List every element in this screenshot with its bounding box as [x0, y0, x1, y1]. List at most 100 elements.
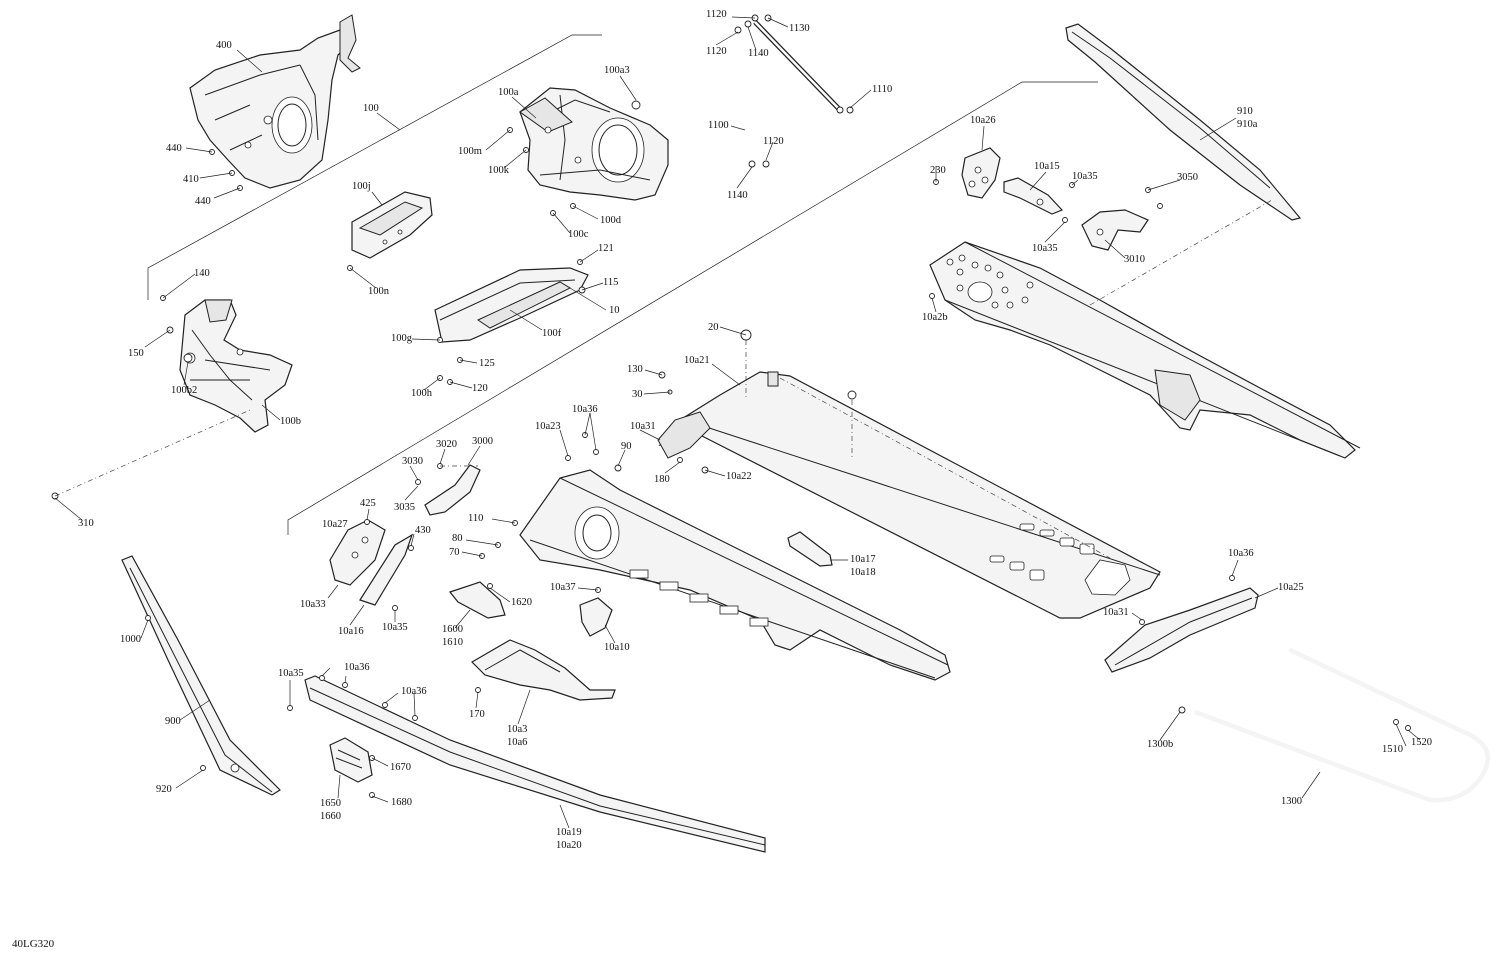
callout-425: 425: [360, 498, 376, 509]
callout-1100: 1100: [708, 120, 729, 131]
callout-1300b: 1300b: [1147, 739, 1174, 750]
callout-10a36-third: 10a36: [344, 662, 370, 673]
callout-10a10: 10a10: [604, 642, 630, 653]
part-10a25-rear-bracket: [1104, 587, 1259, 673]
callout-10a35: 10a35: [1072, 171, 1098, 182]
tunnel-top-slots: [989, 523, 1131, 596]
callout-10a18: 10a18: [850, 567, 876, 578]
callout-10a6: 10a6: [507, 737, 528, 748]
part-1300-rear-bumper: [1194, 647, 1491, 803]
callout-1520: 1520: [1411, 737, 1432, 748]
callout-10a37: 10a37: [550, 582, 576, 593]
callout-230: 230: [930, 165, 946, 176]
part-10a17-link: [787, 531, 833, 567]
callout-115: 115: [603, 277, 619, 288]
callout-1670: 1670: [390, 762, 411, 773]
callout-1120: 1120: [706, 9, 727, 20]
callout-10a2b: 10a2b: [922, 312, 948, 323]
callout-90: 90: [621, 441, 632, 452]
alignment-lines: [54, 199, 1273, 559]
callout-100n: 100n: [368, 286, 389, 297]
part-10a19-footrest-rail: [304, 675, 766, 853]
callout-80: 80: [452, 533, 463, 544]
callout-10a3: 10a3: [507, 724, 528, 735]
callout-10a33: 10a33: [300, 599, 326, 610]
callout-150: 150: [128, 348, 144, 359]
callout-100j: 100j: [352, 181, 371, 192]
part-100a-front-frame: [519, 87, 669, 201]
part-900-bumper-bar: [121, 555, 281, 796]
callout-100: 100: [363, 103, 379, 114]
callout-1660: 1660: [320, 811, 341, 822]
part-100j-cover-plate: [351, 191, 433, 259]
part-100b-lower-front-frame: [179, 299, 293, 433]
callout-70: 70: [449, 547, 460, 558]
callout-10a25: 10a25: [1278, 582, 1304, 593]
callout-1140: 1140: [748, 48, 769, 59]
callout-3020: 3020: [436, 439, 457, 450]
callout-10a17: 10a17: [850, 554, 876, 565]
callout-920: 920: [156, 784, 172, 795]
callout-140: 140: [194, 268, 210, 279]
callout-1650: 1650: [320, 798, 341, 809]
callout-125: 125: [479, 358, 495, 369]
callout-410: 410: [183, 174, 199, 185]
callout-10a16: 10a16: [338, 626, 364, 637]
callout-170: 170: [469, 709, 485, 720]
callout-1120-second: 1120: [706, 46, 727, 57]
callout-1600: 1600: [442, 624, 463, 635]
callout-440: 440: [166, 143, 182, 154]
callout-110: 110: [468, 513, 484, 524]
leader-lines: [54, 16, 1421, 829]
callout-10a35-fourth: 10a35: [278, 668, 304, 679]
callout-10a20: 10a20: [556, 840, 582, 851]
callout-100k: 100k: [488, 165, 509, 176]
part-1600-bracket: [448, 581, 506, 619]
callout-100b: 100b: [280, 416, 301, 427]
part-10a26-bracket: [961, 147, 1001, 199]
callout-1000: 1000: [120, 634, 141, 645]
part-100f-tunnel-brace: [434, 267, 589, 343]
callout-900: 900: [165, 716, 181, 727]
callout-10a35-third: 10a35: [382, 622, 408, 633]
callout-10a19: 10a19: [556, 827, 582, 838]
callout-10: 10: [609, 305, 620, 316]
callout-180: 180: [654, 474, 670, 485]
part-3010-bracket: [1081, 209, 1149, 251]
callout-100a3: 100a3: [604, 65, 630, 76]
callout-1140-second: 1140: [727, 190, 748, 201]
callout-10a22: 10a22: [726, 471, 752, 482]
callout-10a36-second: 10a36: [1228, 548, 1254, 559]
callout-910a: 910a: [1237, 119, 1258, 130]
callout-1120-third: 1120: [763, 136, 784, 147]
part-1100-1110-rods: [734, 14, 854, 168]
callout-10a36-fourth: 10a36: [401, 686, 427, 697]
callout-1300: 1300: [1281, 796, 1302, 807]
callout-100m: 100m: [458, 146, 482, 157]
callout-310: 310: [78, 518, 94, 529]
callout-120: 120: [472, 383, 488, 394]
callout-10a21: 10a21: [684, 355, 710, 366]
callout-10a27: 10a27: [322, 519, 348, 530]
callout-10a15: 10a15: [1034, 161, 1060, 172]
callout-1130: 1130: [789, 23, 810, 34]
callout-3030: 3030: [402, 456, 423, 467]
side-panel-holes: [946, 254, 1034, 309]
callout-1510: 1510: [1382, 744, 1403, 755]
part-910-upper-rail: [1065, 23, 1302, 221]
assembly-bracket-lines: [147, 34, 1098, 535]
callout-3010: 3010: [1124, 254, 1145, 265]
frame-cutouts: [629, 569, 769, 627]
callout-100b2: 100b2: [171, 385, 198, 396]
part-1650-step-plate: [329, 737, 373, 783]
callout-3000: 3000: [472, 436, 493, 447]
callout-1610: 1610: [442, 637, 463, 648]
callout-10a26: 10a26: [970, 115, 996, 126]
part-10a2b-right-tunnel-side: [929, 241, 1361, 459]
callout-10a23: 10a23: [535, 421, 561, 432]
part-3000-bracket: [424, 464, 481, 516]
callout-20: 20: [708, 322, 719, 333]
callout-400: 400: [216, 40, 232, 51]
callout-100d: 100d: [600, 215, 621, 226]
